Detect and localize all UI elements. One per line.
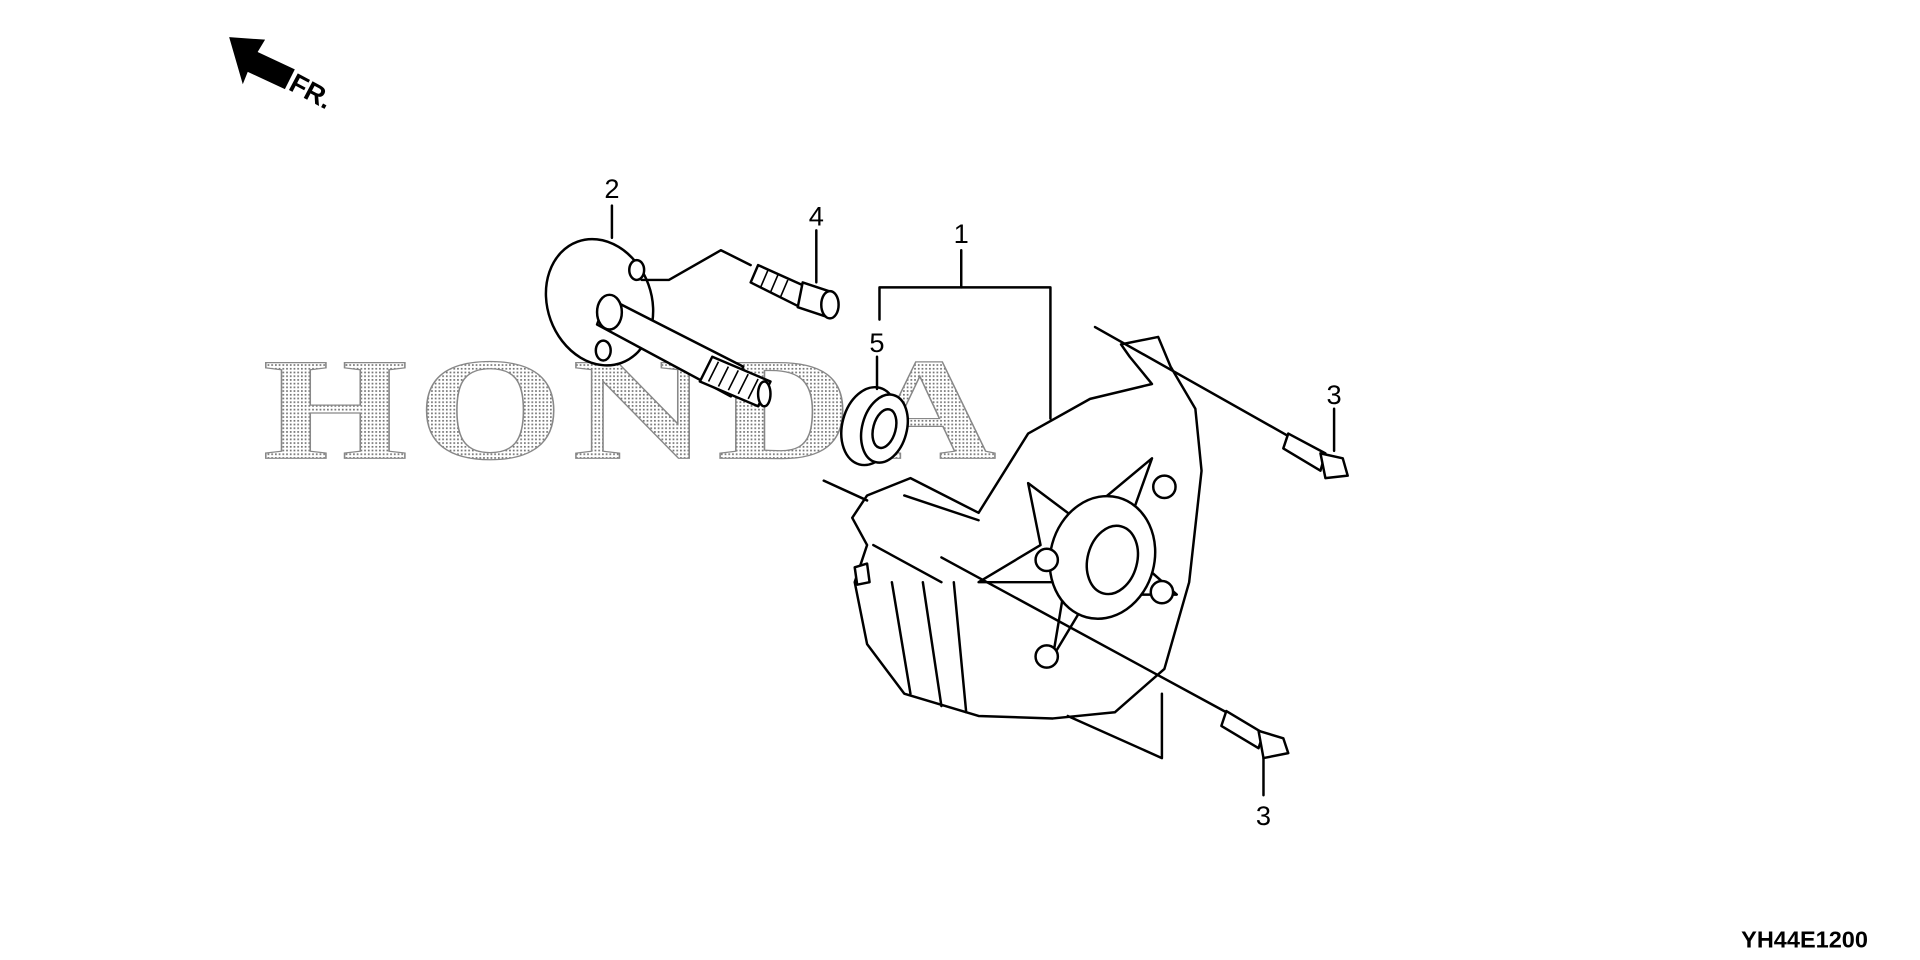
callout-4: 4 — [809, 200, 824, 231]
part-1-cover — [822, 248, 1203, 760]
callout-5: 5 — [869, 327, 884, 358]
part-3-bolt-lower — [940, 556, 1290, 797]
callout-3-upper: 3 — [1327, 379, 1342, 410]
front-label: FR. — [285, 67, 338, 115]
callout-1: 1 — [954, 218, 969, 249]
part-5-bearing — [840, 355, 910, 467]
part-2-shaft — [544, 237, 772, 408]
callout-2: 2 — [604, 173, 619, 204]
part-3-bolt-upper — [1093, 325, 1349, 480]
part-4-bolt — [640, 229, 840, 320]
callout-3-lower: 3 — [1256, 800, 1271, 831]
front-direction-arrow-icon: FR. — [229, 37, 338, 115]
diagram-code: YH44E1200 — [1741, 927, 1868, 953]
